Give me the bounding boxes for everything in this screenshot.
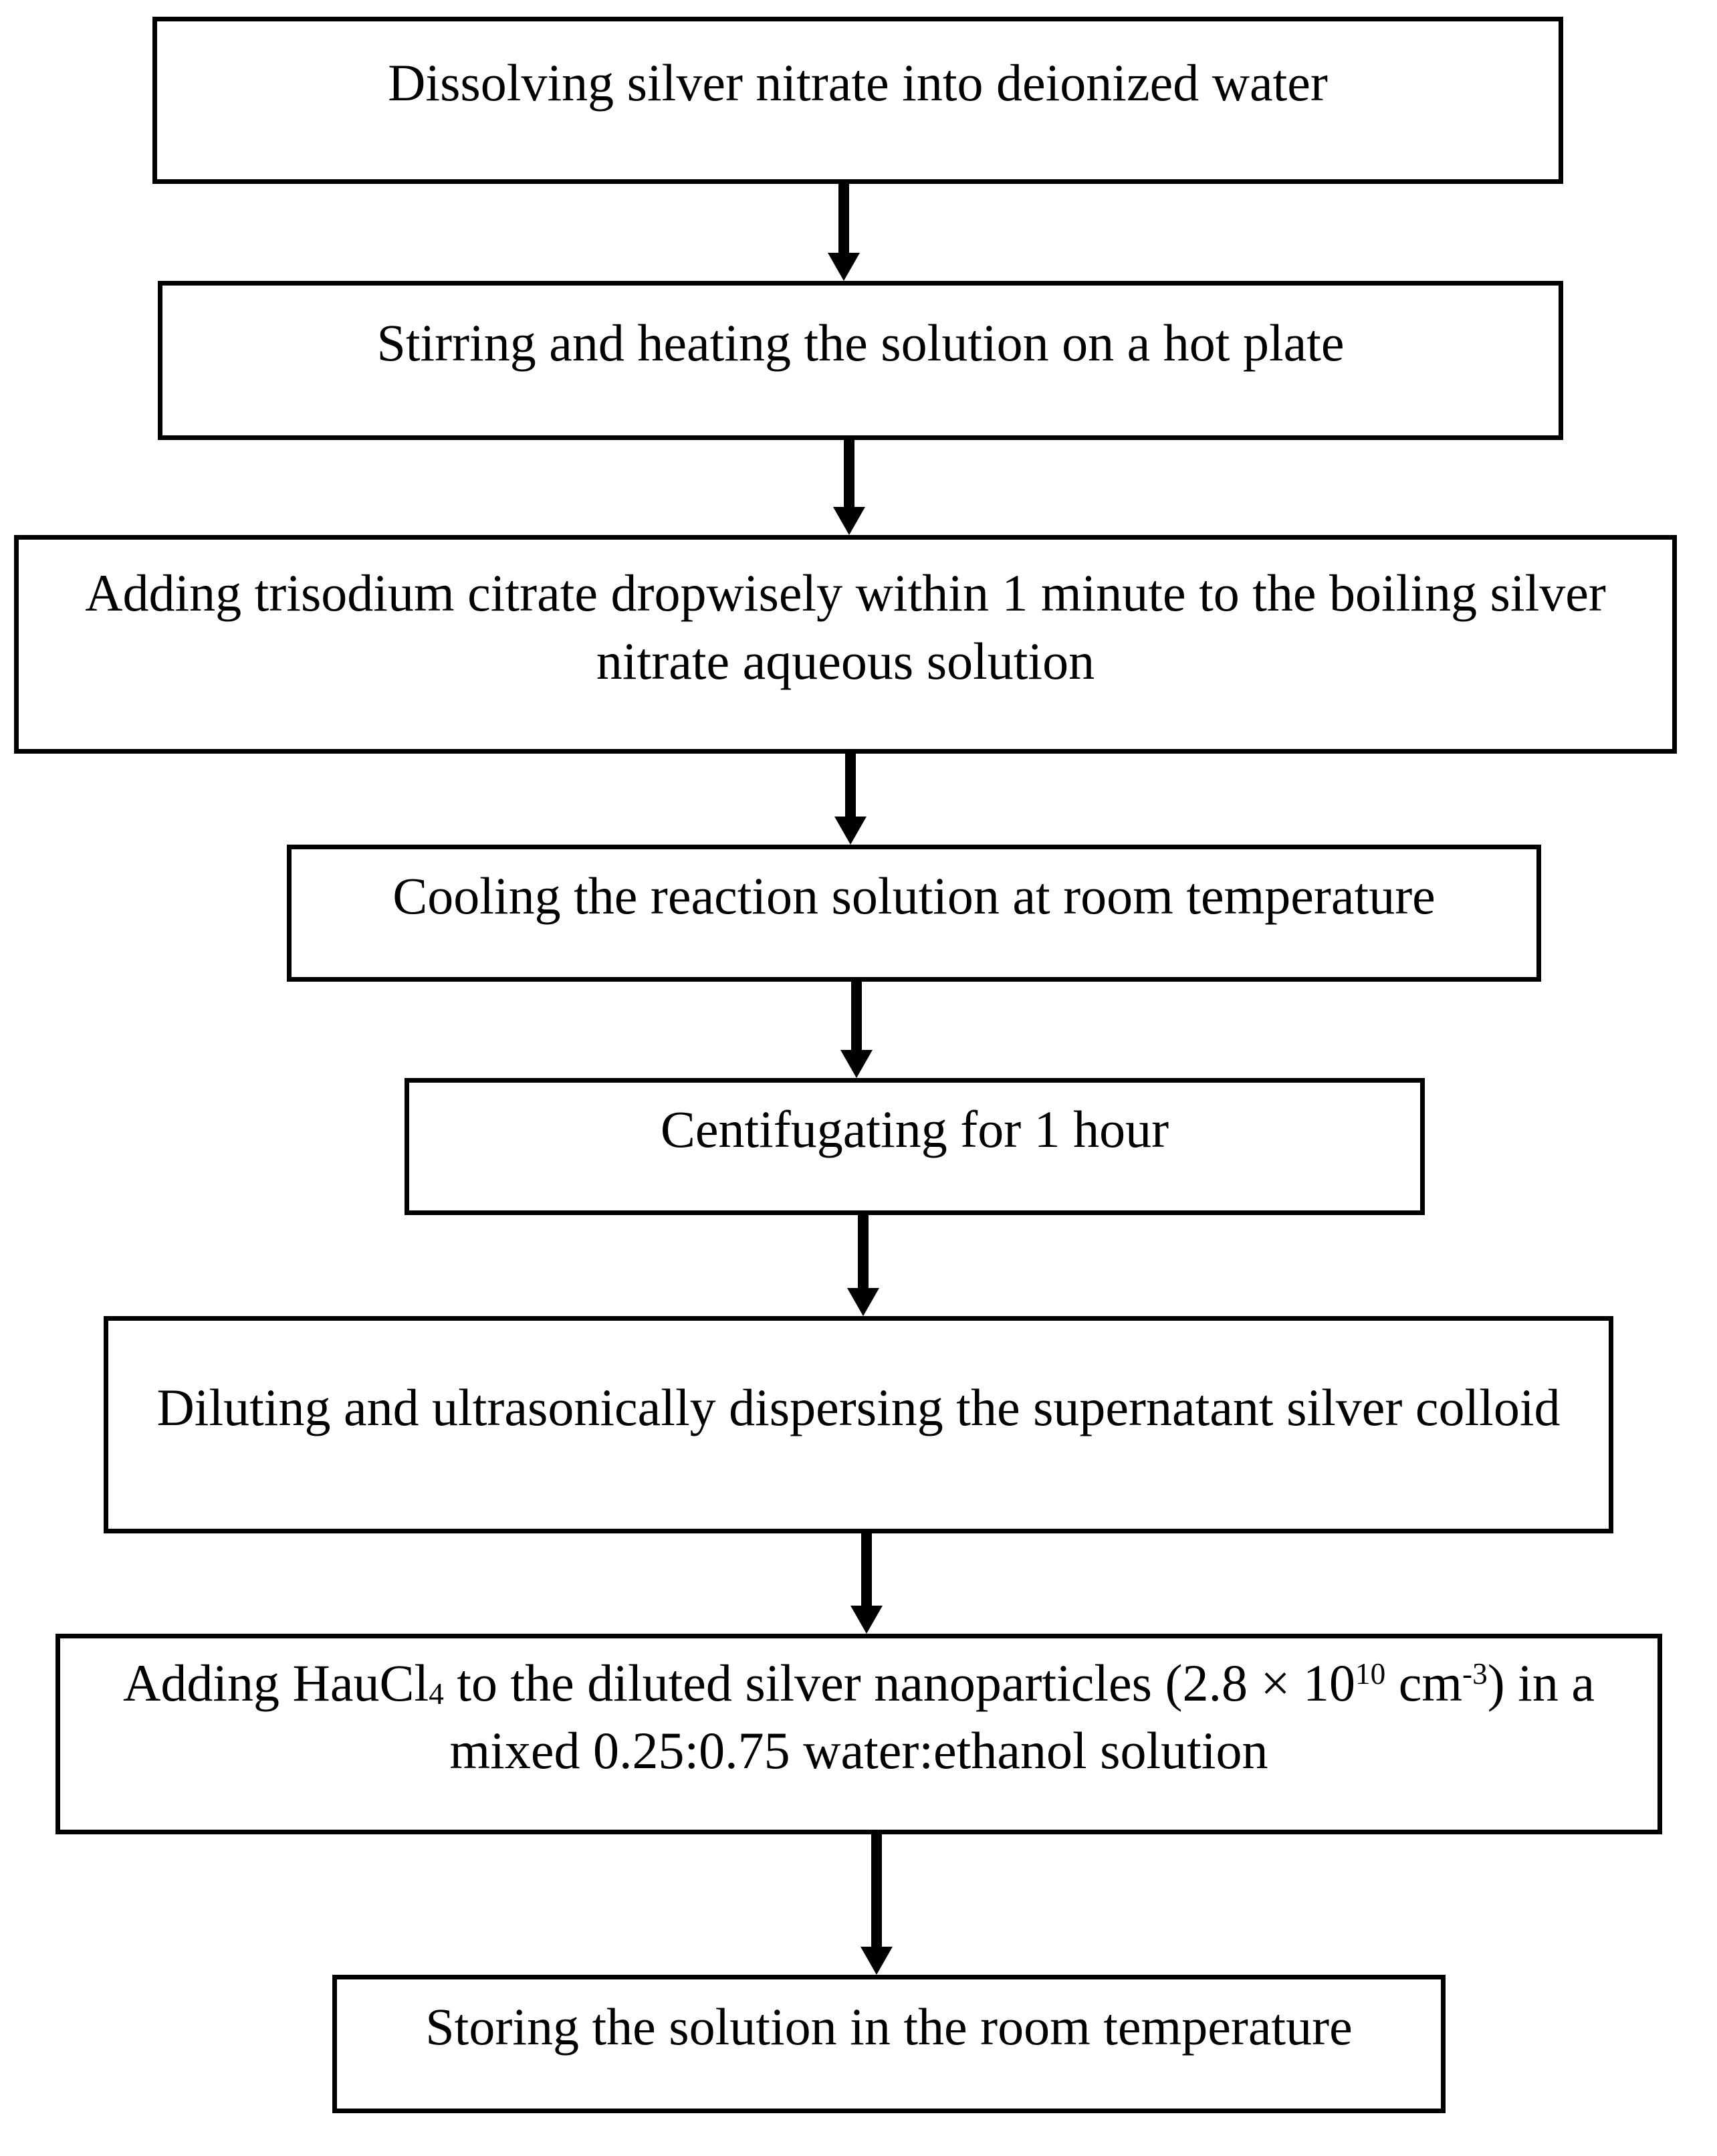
flow-step-storing: Storing the solution in the room tempera… <box>332 1975 1446 2113</box>
text-segment: Adding HauCl <box>123 1653 429 1712</box>
flow-connector-3 <box>834 754 867 845</box>
flow-step-dissolving: Dissolving silver nitrate into deionized… <box>152 17 1563 184</box>
arrow-stem <box>845 754 856 817</box>
superscript-segment: -3 <box>1462 1656 1488 1691</box>
flow-step-centrifugating-label: Centifugating for 1 hour <box>660 1099 1169 1158</box>
flow-step-diluting-dispersing: Diluting and ultrasonically dispersing t… <box>104 1316 1613 1533</box>
flow-step-cooling-label: Cooling the reaction solution at room te… <box>392 866 1436 925</box>
flow-step-dissolving-label: Dissolving silver nitrate into deionized… <box>388 53 1328 112</box>
arrow-stem <box>861 1533 872 1606</box>
flow-connector-5 <box>847 1215 879 1316</box>
subscript-segment: 4 <box>429 1677 444 1711</box>
flow-step-adding-trisodium-citrate-label: Adding trisodium citrate dropwisely with… <box>85 564 1606 690</box>
down-arrow-icon <box>861 1947 893 1975</box>
arrow-stem <box>858 1215 869 1288</box>
text-segment: cm <box>1385 1653 1463 1712</box>
flow-step-centrifugating: Centifugating for 1 hour <box>405 1078 1425 1215</box>
text-segment: to the diluted silver nanoparticles (2.8… <box>443 1653 1355 1712</box>
arrow-stem <box>851 982 862 1050</box>
flow-step-stirring-heating: Stirring and heating the solution on a h… <box>158 281 1563 440</box>
flow-step-adding-haucl4: Adding HauCl4 to the diluted silver nano… <box>55 1634 1662 1834</box>
arrow-stem <box>871 1834 882 1947</box>
flow-connector-2 <box>833 440 865 535</box>
arrow-stem <box>844 440 854 507</box>
flow-step-diluting-dispersing-label: Diluting and ultrasonically dispersing t… <box>156 1378 1561 1436</box>
flow-step-cooling: Cooling the reaction solution at room te… <box>287 845 1541 982</box>
flow-connector-1 <box>828 184 860 281</box>
down-arrow-icon <box>833 507 865 535</box>
text-segment: ) in a mixed 0.25:0.75 water:ethanol sol… <box>449 1653 1595 1780</box>
flow-step-stirring-heating-label: Stirring and heating the solution on a h… <box>376 314 1345 372</box>
arrow-stem <box>838 184 849 253</box>
flow-connector-6 <box>850 1533 883 1634</box>
down-arrow-icon <box>834 817 867 845</box>
down-arrow-icon <box>850 1606 883 1634</box>
down-arrow-icon <box>828 253 860 281</box>
down-arrow-icon <box>840 1050 873 1078</box>
flow-step-adding-trisodium-citrate: Adding trisodium citrate dropwisely with… <box>14 535 1677 754</box>
flow-step-storing-label: Storing the solution in the room tempera… <box>425 1997 1353 2056</box>
flow-connector-7 <box>861 1834 893 1975</box>
flow-step-adding-haucl4-label: Adding HauCl4 to the diluted silver nano… <box>91 1649 1627 1785</box>
superscript-segment: 10 <box>1355 1656 1386 1691</box>
flow-connector-4 <box>840 982 873 1078</box>
down-arrow-icon <box>847 1288 879 1316</box>
